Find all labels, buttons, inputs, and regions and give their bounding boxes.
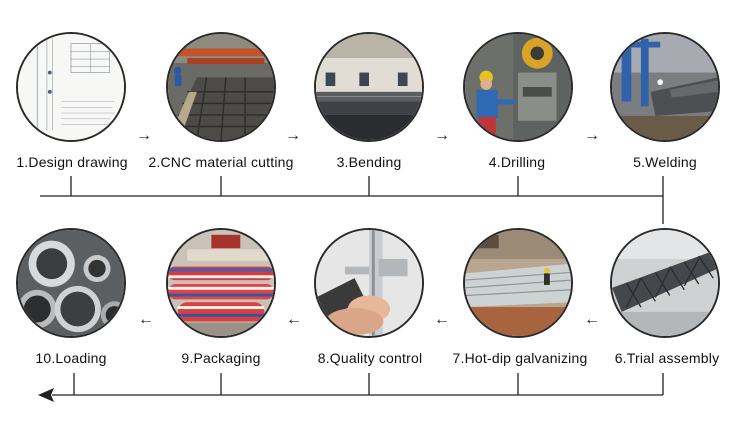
- step-6-label: 6.Trial assembly: [614, 350, 720, 366]
- step-6-image: [610, 228, 720, 338]
- step-2-label: 2.CNC material cutting: [148, 154, 294, 170]
- step-7-label: 7.Hot-dip galvanizing: [452, 350, 588, 366]
- arrow-right-icon: →: [285, 127, 301, 144]
- arrow-left-icon: ←: [434, 311, 450, 328]
- arrow-right-icon: →: [584, 127, 600, 144]
- final-arrowhead: [38, 388, 54, 402]
- step-4-image: [463, 32, 573, 142]
- step-10-image: [16, 228, 126, 338]
- arrow-left-icon: ←: [286, 311, 302, 328]
- trial-assembly-photo: [612, 230, 718, 336]
- arrow-left-icon: ←: [138, 311, 154, 328]
- step-1-image: [16, 32, 126, 142]
- step-3-image: [314, 32, 424, 142]
- arrow-left-icon: ←: [584, 311, 600, 328]
- step-7-image: [463, 228, 573, 338]
- step-10-label: 10.Loading: [35, 350, 107, 366]
- quality-control-photo: [316, 230, 422, 336]
- step-1-label: 1.Design drawing: [16, 154, 128, 170]
- arrow-right-icon: →: [136, 127, 152, 144]
- step-5-image: [610, 32, 720, 142]
- drilling-photo: [465, 34, 571, 140]
- step-2-image: [166, 32, 276, 142]
- arrow-right-icon: →: [434, 127, 450, 144]
- step-9-image: [166, 228, 276, 338]
- step-4-label: 4.Drilling: [488, 154, 546, 170]
- loading-photo: [18, 230, 124, 336]
- galvanizing-photo: [465, 230, 571, 336]
- step-9-label: 9.Packaging: [181, 350, 261, 366]
- step-3-label: 3.Bending: [336, 154, 402, 170]
- cnc-cutting-photo: [168, 34, 274, 140]
- step-5-label: 5.Welding: [633, 154, 697, 170]
- step-8-image: [314, 228, 424, 338]
- packaging-photo: [168, 230, 274, 336]
- bending-photo: [316, 34, 422, 140]
- design-drawing-photo: [18, 34, 124, 140]
- welding-photo: [612, 34, 718, 140]
- step-8-label: 8.Quality control: [317, 350, 423, 366]
